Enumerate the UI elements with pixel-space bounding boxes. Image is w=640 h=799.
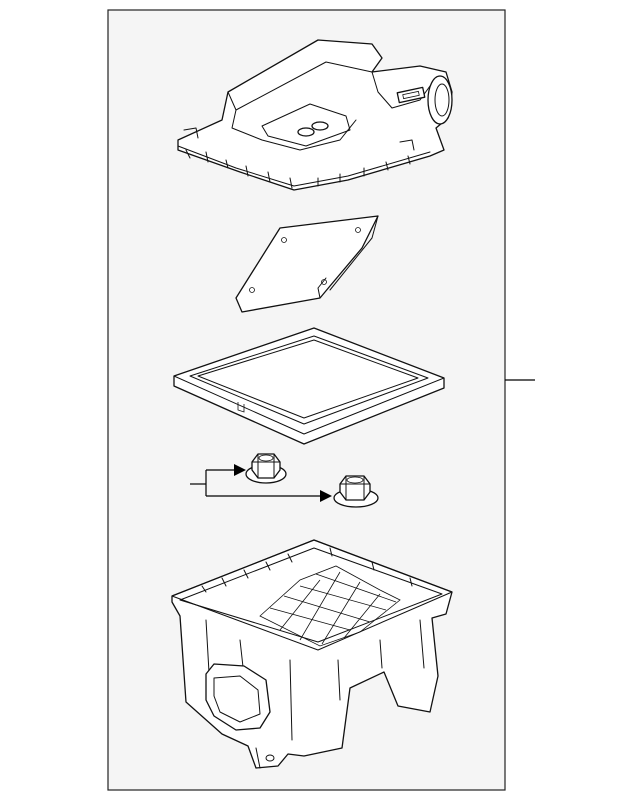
arrow-icon: [234, 464, 246, 476]
hex-nut: [333, 475, 379, 508]
hex-nut: [245, 453, 287, 484]
air-filter-element: [173, 327, 445, 445]
arrow-icon: [320, 490, 332, 502]
hex-nut-callout: [190, 464, 332, 502]
air-cleaner-cover: [177, 39, 453, 191]
air-cleaner-lower-housing: [171, 539, 453, 769]
heat-shield-plate: [235, 215, 379, 313]
